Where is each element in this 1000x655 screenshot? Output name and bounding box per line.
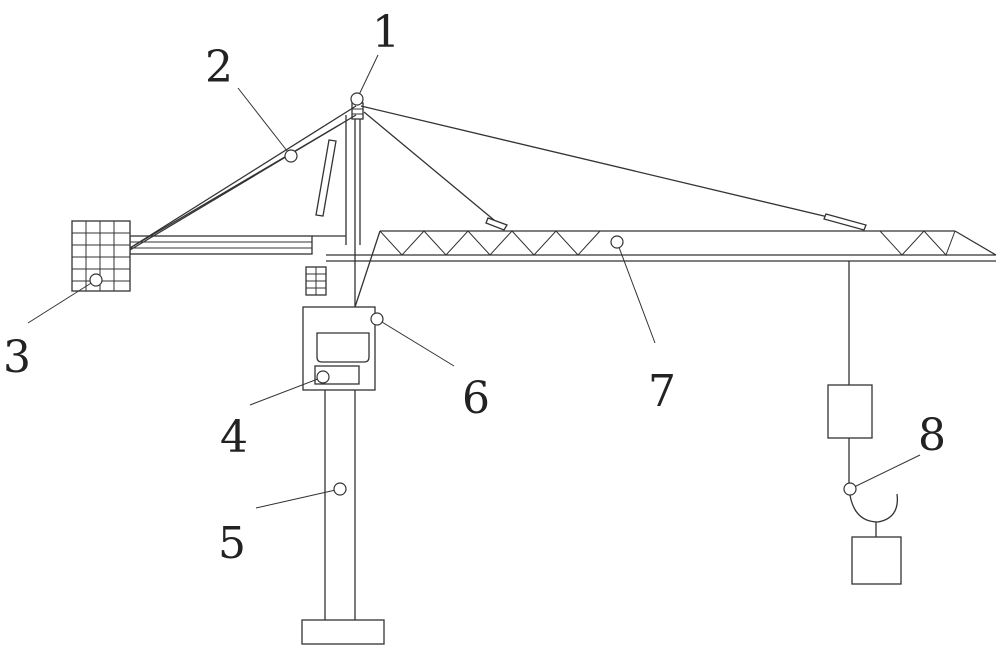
tie-rods bbox=[360, 105, 867, 231]
callout-2: 2 bbox=[205, 42, 298, 163]
callout-marker-5 bbox=[333, 482, 347, 496]
counter-jib-rods bbox=[129, 105, 357, 251]
tower-mast bbox=[324, 388, 356, 620]
callout-label-1: 1 bbox=[372, 7, 400, 58]
callout-label-6: 6 bbox=[462, 373, 490, 424]
callout-label-4: 4 bbox=[220, 412, 248, 463]
callout-1: 1 bbox=[350, 7, 400, 106]
callout-7: 7 bbox=[610, 235, 676, 417]
callout-5: 5 bbox=[218, 482, 347, 569]
callout-marker-3 bbox=[89, 273, 103, 287]
hoist-assembly bbox=[827, 261, 902, 585]
callout-marker-6 bbox=[370, 312, 384, 326]
callout-4: 4 bbox=[220, 370, 330, 463]
callout-label-5: 5 bbox=[218, 518, 246, 569]
ballast-block bbox=[305, 266, 327, 296]
callout-label-2: 2 bbox=[205, 42, 233, 93]
callout-marker-2 bbox=[284, 149, 298, 163]
callout-marker-7 bbox=[610, 235, 624, 249]
callout-label-7: 7 bbox=[648, 366, 676, 417]
main-jib bbox=[326, 230, 997, 308]
operator-cab bbox=[302, 306, 376, 391]
inclined-strut bbox=[315, 139, 337, 217]
callout-8: 8 bbox=[843, 410, 946, 496]
counter-jib bbox=[129, 235, 346, 255]
callout-6: 6 bbox=[370, 312, 490, 424]
callout-label-8: 8 bbox=[918, 410, 946, 461]
tower-base bbox=[301, 619, 385, 645]
callout-3: 3 bbox=[3, 273, 103, 383]
callout-marker-1 bbox=[350, 92, 364, 106]
cat-head bbox=[345, 100, 364, 307]
callout-label-3: 3 bbox=[3, 332, 31, 383]
callout-marker-4 bbox=[316, 370, 330, 384]
callout-marker-8 bbox=[843, 482, 857, 496]
